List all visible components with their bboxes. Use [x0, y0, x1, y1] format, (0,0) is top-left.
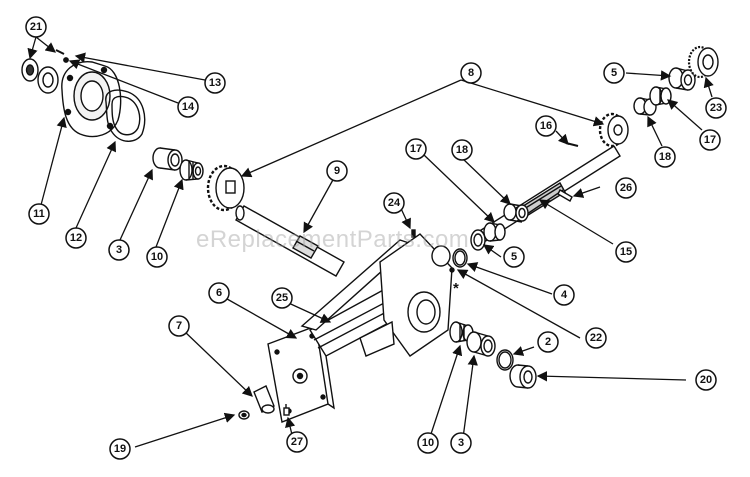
- callout-15: 15: [615, 241, 637, 263]
- breather-part: [411, 229, 416, 238]
- svg-text:8: 8: [468, 67, 474, 79]
- svg-text:9: 9: [334, 165, 340, 177]
- svg-text:13: 13: [209, 77, 221, 89]
- key-part: [557, 189, 573, 202]
- callout-11: 11: [28, 203, 50, 225]
- right-cone-bearing-part: [649, 86, 672, 106]
- callout-21: 21: [25, 16, 47, 38]
- callout-22: 22: [585, 327, 607, 349]
- callout-24: 24: [383, 192, 405, 214]
- callout-26: 26: [615, 177, 637, 199]
- watermark-text: eReplacementParts.com: [196, 226, 470, 253]
- svg-text:25: 25: [276, 292, 288, 304]
- svg-text:3: 3: [116, 244, 122, 256]
- svg-text:12: 12: [70, 232, 82, 244]
- callout-7: 7: [168, 315, 190, 337]
- svg-text:27: 27: [291, 436, 303, 448]
- mid-seal-part: [470, 229, 486, 251]
- bearing-cup-part: [152, 147, 183, 171]
- callout-19: 19: [109, 438, 131, 460]
- mid-cone-bearing-part: [483, 222, 506, 242]
- svg-text:14: 14: [182, 101, 195, 113]
- callout-12: 12: [65, 227, 87, 249]
- svg-text:17: 17: [704, 134, 716, 146]
- callout-18: 18: [654, 146, 676, 168]
- spur-gear-part: [206, 164, 245, 212]
- callout-18-mid: 18: [451, 139, 473, 161]
- gearbox-housing-part: [267, 233, 453, 423]
- callout-8: 8: [460, 62, 482, 84]
- svg-text:20: 20: [700, 374, 712, 386]
- long-shaft-part: [235, 205, 345, 277]
- gasket-part: [105, 89, 146, 142]
- callout-4: 4: [553, 284, 575, 306]
- callout-10-lower: 10: [417, 432, 439, 454]
- svg-text:24: 24: [388, 197, 401, 209]
- callout-5-mid: 5: [503, 246, 525, 268]
- svg-text:10: 10: [151, 251, 163, 263]
- callout-17-mid: 17: [405, 138, 427, 160]
- callout-27: 27: [286, 431, 308, 453]
- svg-text:10: 10: [422, 437, 434, 449]
- svg-text:2: 2: [545, 336, 551, 348]
- svg-text:18: 18: [659, 151, 671, 163]
- svg-text:5: 5: [511, 251, 517, 263]
- plug-part: [238, 385, 275, 420]
- svg-text:18: 18: [456, 144, 468, 156]
- bolt-part: [55, 49, 69, 63]
- callout-6: 6: [208, 282, 230, 304]
- svg-text:21: 21: [30, 21, 42, 33]
- seal-ring-part: [509, 364, 537, 389]
- svg-text:3: 3: [458, 437, 464, 449]
- callout-25: 25: [271, 287, 293, 309]
- svg-text:5: 5: [611, 67, 617, 79]
- callout-23: 23: [705, 97, 727, 119]
- svg-text:15: 15: [620, 246, 632, 258]
- callout-14: 14: [177, 96, 199, 118]
- svg-text:4: 4: [561, 289, 568, 301]
- thrust-washer-part: [449, 248, 468, 273]
- vent-part: [283, 404, 290, 416]
- snap-ring-part: [496, 349, 514, 371]
- svg-text:23: 23: [710, 102, 722, 114]
- svg-text:19: 19: [114, 443, 126, 455]
- svg-text:17: 17: [410, 143, 422, 155]
- callout-3: 3: [108, 239, 130, 261]
- callout-17: 17: [699, 129, 721, 151]
- svg-text:26: 26: [620, 182, 632, 194]
- lower-bearing-cup-part: [466, 331, 496, 357]
- worm-gear-part: [598, 112, 629, 148]
- svg-text:22: 22: [590, 332, 602, 344]
- callout-13: 13: [204, 72, 226, 94]
- asterisk-marker: *: [453, 280, 459, 297]
- flange-housing-part: [61, 61, 122, 138]
- right-cup-part: [668, 67, 696, 91]
- callout-20: 20: [695, 369, 717, 391]
- svg-text:7: 7: [176, 320, 182, 332]
- svg-text:16: 16: [540, 120, 552, 132]
- callout-5: 5: [603, 62, 625, 84]
- callout-2: 2: [537, 331, 559, 353]
- threaded-cap-part: [687, 45, 719, 79]
- seal-part: [21, 58, 59, 94]
- svg-text:6: 6: [216, 287, 222, 299]
- callout-16: 16: [535, 115, 557, 137]
- cone-bearing-part: [179, 159, 204, 181]
- callout-3-lower: 3: [450, 432, 472, 454]
- callout-9: 9: [326, 160, 348, 182]
- callout-10: 10: [146, 246, 168, 268]
- svg-text:11: 11: [33, 208, 45, 220]
